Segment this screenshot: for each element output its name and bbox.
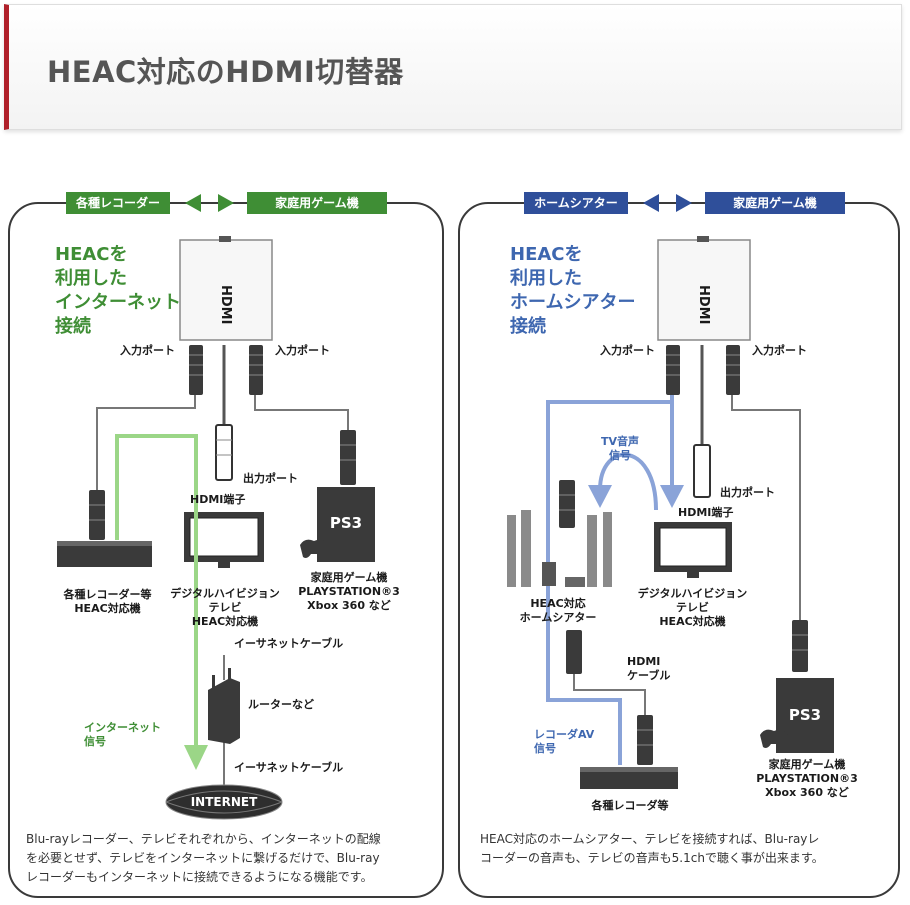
plug-theater <box>559 480 575 528</box>
plug-in-left <box>666 345 680 395</box>
input-port-right: 入力ポート <box>275 344 330 357</box>
plug-out <box>693 444 711 498</box>
tab-game-console: 家庭用ゲーム機 <box>247 192 387 214</box>
gamepad-icon <box>300 539 328 558</box>
plug-in-left <box>189 345 203 395</box>
arrow-right-icon <box>218 194 234 212</box>
left-heading: HEACを利用したインターネット接続 <box>55 244 181 337</box>
hdmi-terminal: HDMI端子 <box>678 506 734 519</box>
arrow-right-icon <box>676 194 692 212</box>
gamepad-icon <box>760 729 788 748</box>
tv-audio-arrow <box>598 452 658 511</box>
plug-in-right <box>249 345 263 395</box>
internet-signal-arrowhead <box>184 745 208 770</box>
internet-label: INTERNET <box>190 795 258 809</box>
home-theater-label: HEAC対応ホームシアター <box>519 597 597 624</box>
page-title: HEAC対応のHDMI切替器 <box>47 55 404 89</box>
tab-home-theater: ホームシアター <box>524 192 628 214</box>
ethernet-cable-top: イーサネットケーブル <box>234 637 344 650</box>
right-caption: HEAC対応のホームシアター、テレビを接続すれば、Blu-rayレコーダーの音声… <box>480 832 824 865</box>
left-caption: Blu-rayレコーダー、テレビそれぞれから、インターネットの配線を必要とせず、… <box>26 832 381 884</box>
output-port: 出力ポート <box>243 472 298 485</box>
cable-recorder <box>96 395 196 490</box>
plug-recorder <box>637 715 653 765</box>
right-heading: HEACを利用したホームシアター接続 <box>510 244 636 337</box>
cable-game <box>731 395 801 620</box>
ethernet-cable-bottom: イーサネットケーブル <box>234 761 344 774</box>
arrow-left-icon <box>643 194 659 212</box>
router-label: ルーターなど <box>248 698 314 711</box>
plug-game <box>792 620 808 672</box>
tab-game-console: 家庭用ゲーム機 <box>705 192 845 214</box>
output-port: 出力ポート <box>720 486 775 499</box>
recorder-label: 各種レコーダ等 <box>591 799 669 812</box>
hdmi-terminal: HDMI端子 <box>190 493 246 506</box>
input-port-left: 入力ポート <box>600 344 655 357</box>
ps3-text: PS3 <box>329 514 363 532</box>
page-header: HEAC対応のHDMI切替器 <box>4 4 902 130</box>
plug-game <box>340 430 356 485</box>
cable-game <box>254 395 349 430</box>
internet-signal-label: インターネット信号 <box>84 721 161 748</box>
signal-arrowhead <box>660 485 684 508</box>
tab-recorder: 各種レコーダー <box>66 192 170 214</box>
recorder-device <box>580 771 678 789</box>
speaker-system <box>507 510 612 587</box>
internet-signal-line <box>115 434 198 755</box>
device-label: HDMI <box>218 285 233 325</box>
input-port-right: 入力ポート <box>752 344 807 357</box>
router-device <box>208 678 240 744</box>
cable-theater-recorder <box>573 672 646 715</box>
plug-in-right <box>726 345 740 395</box>
recorder-device <box>57 545 152 567</box>
plug-out <box>215 424 233 481</box>
tv-audio-signal-line <box>546 395 674 765</box>
plug-recorder <box>89 490 105 540</box>
hdmi-switcher-device <box>657 239 751 341</box>
ps3-text: PS3 <box>788 706 822 724</box>
arrow-left-icon <box>185 194 201 212</box>
plug-theater-bottom <box>566 630 582 674</box>
input-port-left: 入力ポート <box>120 344 175 357</box>
tv-audio-signal-label: TV音声信号 <box>601 435 640 462</box>
device-label: HDMI <box>696 285 711 325</box>
